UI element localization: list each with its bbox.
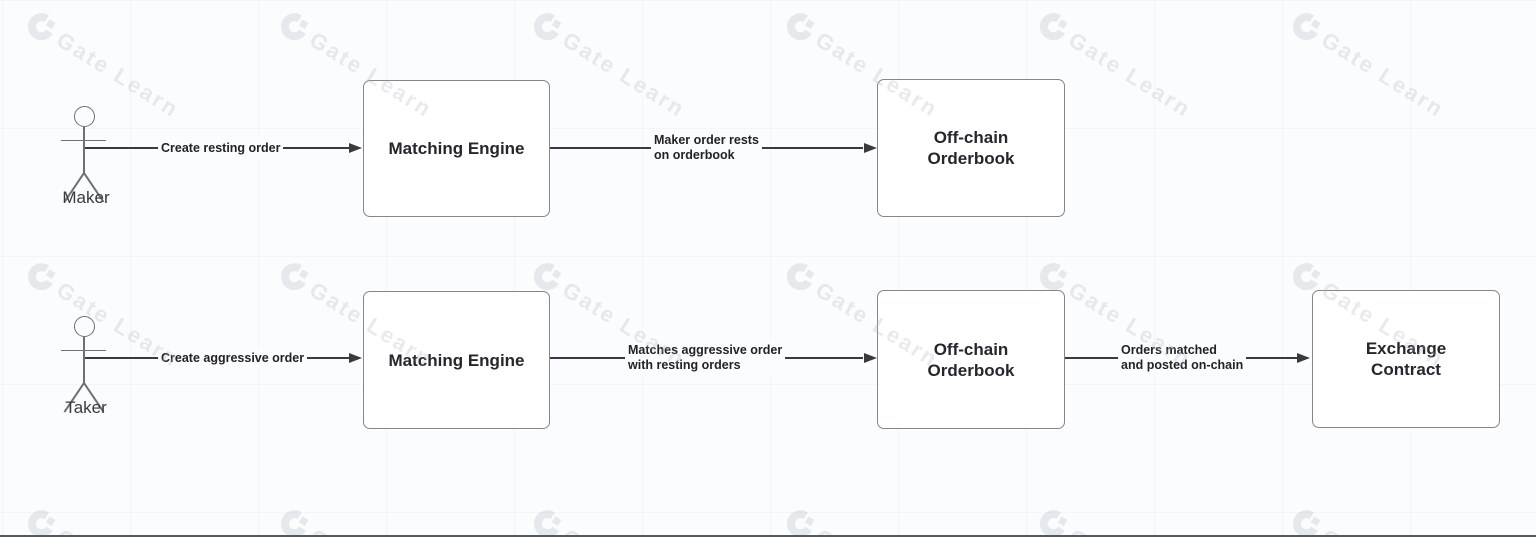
arrow-label-line: Maker order rests	[654, 132, 759, 147]
arrow-label: Orders matched and posted on-chain	[1118, 341, 1247, 375]
watermark: Gate Learn	[1288, 505, 1450, 537]
node-label-line: Exchange	[1365, 339, 1447, 358]
watermark: Gate Learn	[1035, 505, 1197, 537]
arrow-head-icon	[349, 142, 362, 153]
node-label-line: Orderbook	[927, 360, 1015, 380]
watermark: Gate Learn	[276, 505, 438, 537]
arrow-head-icon	[349, 352, 362, 363]
watermark-text: Gate Learn	[1064, 26, 1197, 122]
gate-logo-icon	[27, 510, 56, 537]
watermark: Gate Learn	[529, 505, 691, 537]
arrow-label-line: Orders matched	[1121, 342, 1217, 357]
node-box-exchange-contract: Exchange Contract	[1312, 290, 1500, 428]
gate-logo-icon	[280, 263, 309, 291]
arrow-label-line: with resting orders	[628, 358, 741, 372]
arrow-label-line: Create resting order	[161, 141, 281, 155]
node-label-line: Orderbook	[927, 149, 1015, 168]
actor-label: Taker	[65, 398, 107, 417]
gate-logo-icon	[533, 263, 562, 291]
gate-logo-icon	[27, 263, 56, 291]
actor-body-line	[83, 127, 86, 173]
gate-logo-icon	[280, 510, 309, 537]
node-box-matching-engine: Matching Engine	[363, 291, 550, 429]
actor-taker: Taker	[58, 316, 114, 426]
arrow-head-icon	[1297, 352, 1310, 363]
arrow-label: Create resting order	[158, 140, 284, 158]
gate-logo-icon	[1039, 13, 1068, 41]
actor-maker: Maker	[58, 106, 114, 216]
actor-head-icon	[73, 316, 95, 337]
node-label-line: Contract	[1371, 360, 1441, 379]
gate-logo-icon	[1292, 13, 1321, 41]
arrow-label-line: and posted on-chain	[1121, 358, 1244, 372]
gate-logo-icon	[533, 510, 562, 537]
arrow-label-line: Create aggressive order	[161, 351, 305, 365]
watermark-text: Gate Learn	[1317, 26, 1450, 122]
watermark: Gate Learn	[23, 505, 185, 537]
gate-logo-icon	[1039, 510, 1068, 537]
arrow-label-line: Matches aggressive order	[628, 342, 783, 357]
arrow-label: Maker order rests on orderbook	[651, 131, 762, 165]
actor-arms-line	[61, 349, 106, 352]
gate-logo-icon	[533, 13, 562, 41]
arrow-label: Matches aggressive order with resting or…	[625, 341, 786, 375]
node-box-offchain-orderbook: Off-chain Orderbook	[877, 79, 1065, 217]
actor-arms-line	[61, 139, 106, 142]
actor-head-icon	[73, 106, 95, 127]
node-box-matching-engine: Matching Engine	[363, 80, 550, 217]
gate-logo-icon	[786, 263, 815, 291]
node-label-line: Off-chain	[933, 339, 1009, 359]
node-label-line: Off-chain	[933, 128, 1009, 147]
arrow-label-line: on orderbook	[654, 148, 735, 162]
watermark: Gate Learn	[782, 505, 944, 537]
gate-logo-icon	[786, 510, 815, 537]
gate-logo-icon	[786, 13, 815, 41]
arrow-head-icon	[864, 352, 877, 363]
node-label-line: Matching Engine	[388, 139, 525, 158]
screen-bottom-edge-line	[0, 535, 1536, 537]
actor-label: Maker	[62, 188, 110, 207]
gate-logo-icon	[280, 13, 309, 41]
arrow-label: Create aggressive order	[158, 350, 308, 368]
node-label-line: Matching Engine	[388, 350, 525, 370]
watermark: Gate Learn	[529, 8, 691, 123]
node-box-offchain-orderbook: Off-chain Orderbook	[877, 290, 1065, 429]
actor-body-line	[83, 337, 86, 383]
watermark-text: Gate Learn	[558, 26, 691, 122]
gate-logo-icon	[1292, 510, 1321, 537]
arrow-head-icon	[864, 142, 877, 153]
gate-logo-icon	[27, 13, 56, 41]
watermark: Gate Learn	[1288, 8, 1450, 123]
